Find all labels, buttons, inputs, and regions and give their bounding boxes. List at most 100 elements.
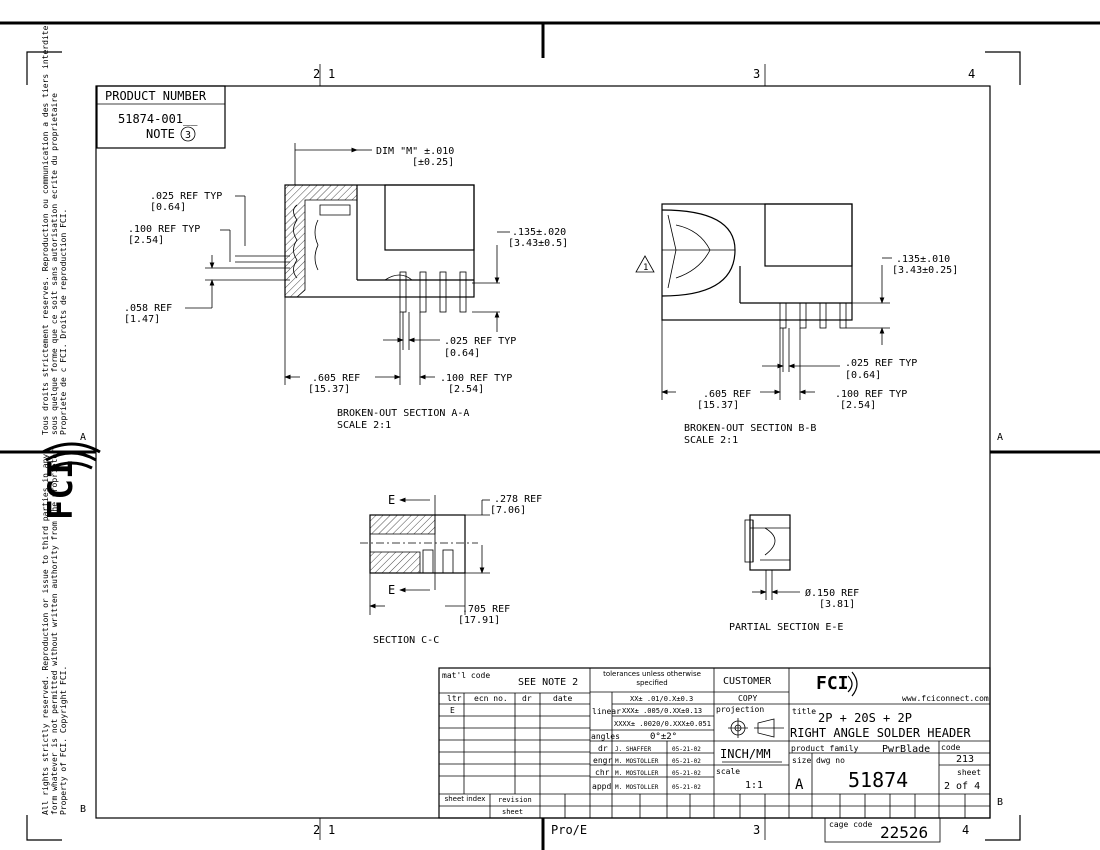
bb-d605-mm: [15.37] — [697, 400, 739, 411]
svg-text:05-21-02: 05-21-02 — [672, 784, 701, 791]
aa-d025b-mm: [0.64] — [444, 348, 480, 359]
tb-hdr-ltr: ltr — [447, 694, 462, 703]
aa-d025: .025 REF TYP — [150, 191, 222, 202]
product-number-box — [96, 85, 226, 149]
warning-triangle-icon — [635, 255, 655, 273]
tb-rev-ltr: E — [450, 706, 455, 715]
bb-title: BROKEN-OUT SECTION B-B — [684, 423, 816, 434]
aa-d058-mm: [1.47] — [124, 314, 160, 325]
svg-text:05-21-02: 05-21-02 — [672, 758, 701, 765]
aa-d100b-mm: [2.54] — [448, 384, 484, 395]
svg-text:Property of FCI. Copyright FC: Property of FCI. Copyright FCI. — [59, 666, 68, 815]
section-aa-drawing — [284, 184, 475, 313]
cc-title: SECTION C-C — [373, 635, 439, 646]
tb-fci-waves-icon — [847, 671, 858, 697]
svg-text:FCI: FCI — [41, 459, 81, 520]
tb-title-2: RIGHT ANGLE SOLDER HEADER — [790, 726, 971, 740]
section-ee-drawing — [744, 514, 800, 600]
tb-tol-header: tolerances unless otherwise specified — [603, 670, 701, 687]
svg-text:chr: chr — [595, 768, 610, 777]
product-number-note: NOTE — [146, 127, 175, 141]
svg-text:appd: appd — [592, 782, 611, 791]
bb-warn-num: 1 — [643, 263, 648, 273]
tb-customer: CUSTOMER — [723, 676, 772, 687]
zone-top-1: 1 — [328, 67, 335, 81]
zone-top-2: 2 — [313, 67, 320, 81]
tb-tol-angles-label: angles — [591, 732, 620, 741]
aa-d135: .135±.020 — [512, 227, 566, 238]
tb-sheet-value: 2 of 4 — [944, 781, 980, 792]
side-notice-english: All rights strictly reserved. Reproducti… — [41, 444, 68, 815]
tb-sheet-small: sheet — [502, 808, 523, 816]
tb-family: PwrBlade — [882, 744, 930, 755]
note-circle-icon — [180, 126, 196, 142]
aa-d058: .058 REF — [124, 303, 172, 314]
ee-title: PARTIAL SECTION E-E — [729, 622, 843, 633]
tb-hdr-dr: dr — [522, 694, 532, 703]
cc-d278: .278 REF — [494, 494, 542, 505]
bb-d100-mm: [2.54] — [840, 400, 876, 411]
fci-logo-vertical: FCI — [41, 459, 81, 520]
tb-tol-linear-0: XX± .01/0.X±0.3 — [630, 695, 693, 703]
aa-dim-m-mm: [±0.25] — [412, 157, 454, 168]
svg-text:All rights strictly reserved.: All rights strictly reserved. Reproducti… — [41, 454, 50, 815]
tb-matl-value: SEE NOTE 2 — [518, 677, 578, 688]
product-number-note-num: 3 — [185, 130, 191, 141]
svg-text:M. MOSTOLLER: M. MOSTOLLER — [615, 784, 659, 791]
tb-units: INCH/MM — [720, 747, 771, 761]
tb-tol-angles: 0°±2° — [650, 732, 677, 742]
section-cc-dimensions — [369, 497, 490, 615]
cc-d705: .705 REF — [462, 604, 510, 615]
section-cc-drawing — [360, 495, 478, 590]
svg-text:05-21-02: 05-21-02 — [672, 746, 701, 753]
aa-d025b: .025 REF TYP — [444, 336, 516, 347]
zone-bottom-4: 4 — [962, 823, 969, 837]
product-number-value: 51874-001__ — [118, 112, 198, 126]
bb-scale: SCALE 2:1 — [684, 435, 738, 446]
svg-text:sous quelque forme que ce soit: sous quelque forme que ce soit sans auto… — [50, 93, 59, 435]
bb-d135: .135±.010 — [896, 254, 950, 265]
bb-d025-mm: [0.64] — [845, 370, 881, 381]
tb-title-1: 2P + 20S + 2P — [818, 711, 912, 725]
aa-dim-m: DIM "M" ±.010 — [376, 146, 454, 157]
section-bb-dimensions — [661, 257, 892, 400]
bb-d605: .605 REF — [703, 389, 751, 400]
svg-text:05-21-02: 05-21-02 — [672, 770, 701, 777]
zone-right-a: A — [997, 432, 1003, 443]
bb-d135-mm: [3.43±0.25] — [892, 265, 958, 276]
tb-copy: COPY — [738, 694, 757, 703]
tb-fci-logo: FCI — [816, 673, 849, 694]
zone-bottom-3: 3 — [753, 823, 760, 837]
cc-d705-mm: [17.91] — [458, 615, 500, 626]
tb-projection-label: projection — [716, 705, 764, 714]
tb-tol-linear-label: linear — [592, 707, 621, 716]
tb-software: Pro/E — [551, 823, 587, 837]
tb-dwg-number: 51874 — [848, 768, 908, 792]
bb-d025: .025 REF TYP — [845, 358, 917, 369]
tb-size-label: size — [792, 756, 811, 765]
ee-d150: Ø.150 REF — [805, 587, 859, 599]
product-number-label: PRODUCT NUMBER — [105, 89, 207, 103]
tb-code: 213 — [956, 754, 974, 765]
tb-scale-label: scale — [716, 767, 740, 776]
zone-left-a: A — [80, 432, 86, 443]
aa-scale: SCALE 2:1 — [337, 420, 391, 431]
tb-code-label: code — [941, 743, 960, 752]
tb-hdr-ecn: ecn no. — [474, 694, 508, 703]
svg-text:engr: engr — [593, 756, 612, 765]
side-notice-french: Tous droits strictement reserves. Reprod… — [41, 25, 68, 435]
section-bb-drawing — [661, 203, 853, 329]
zone-top-4: 4 — [968, 67, 975, 81]
zone-bottom-2: 2 — [313, 823, 320, 837]
svg-text:M. MOSTOLLER: M. MOSTOLLER — [615, 758, 659, 765]
zone-left-b: B — [80, 804, 86, 815]
svg-text:M. MOSTOLLER: M. MOSTOLLER — [615, 770, 659, 777]
tb-tol-linear-1: XXX± .005/0.XX±0.13 — [622, 707, 702, 715]
cc-e-bottom: E — [388, 583, 395, 597]
ee-d150-mm: [3.81] — [819, 599, 855, 610]
tb-tol-linear-2: XXXX± .0020/0.XXX±0.051 — [614, 720, 711, 728]
tb-dwg-label: dwg no — [816, 756, 845, 765]
tb-hdr-date: date — [553, 694, 572, 703]
cc-e-top: E — [388, 493, 395, 507]
zone-top-3: 3 — [753, 67, 760, 81]
